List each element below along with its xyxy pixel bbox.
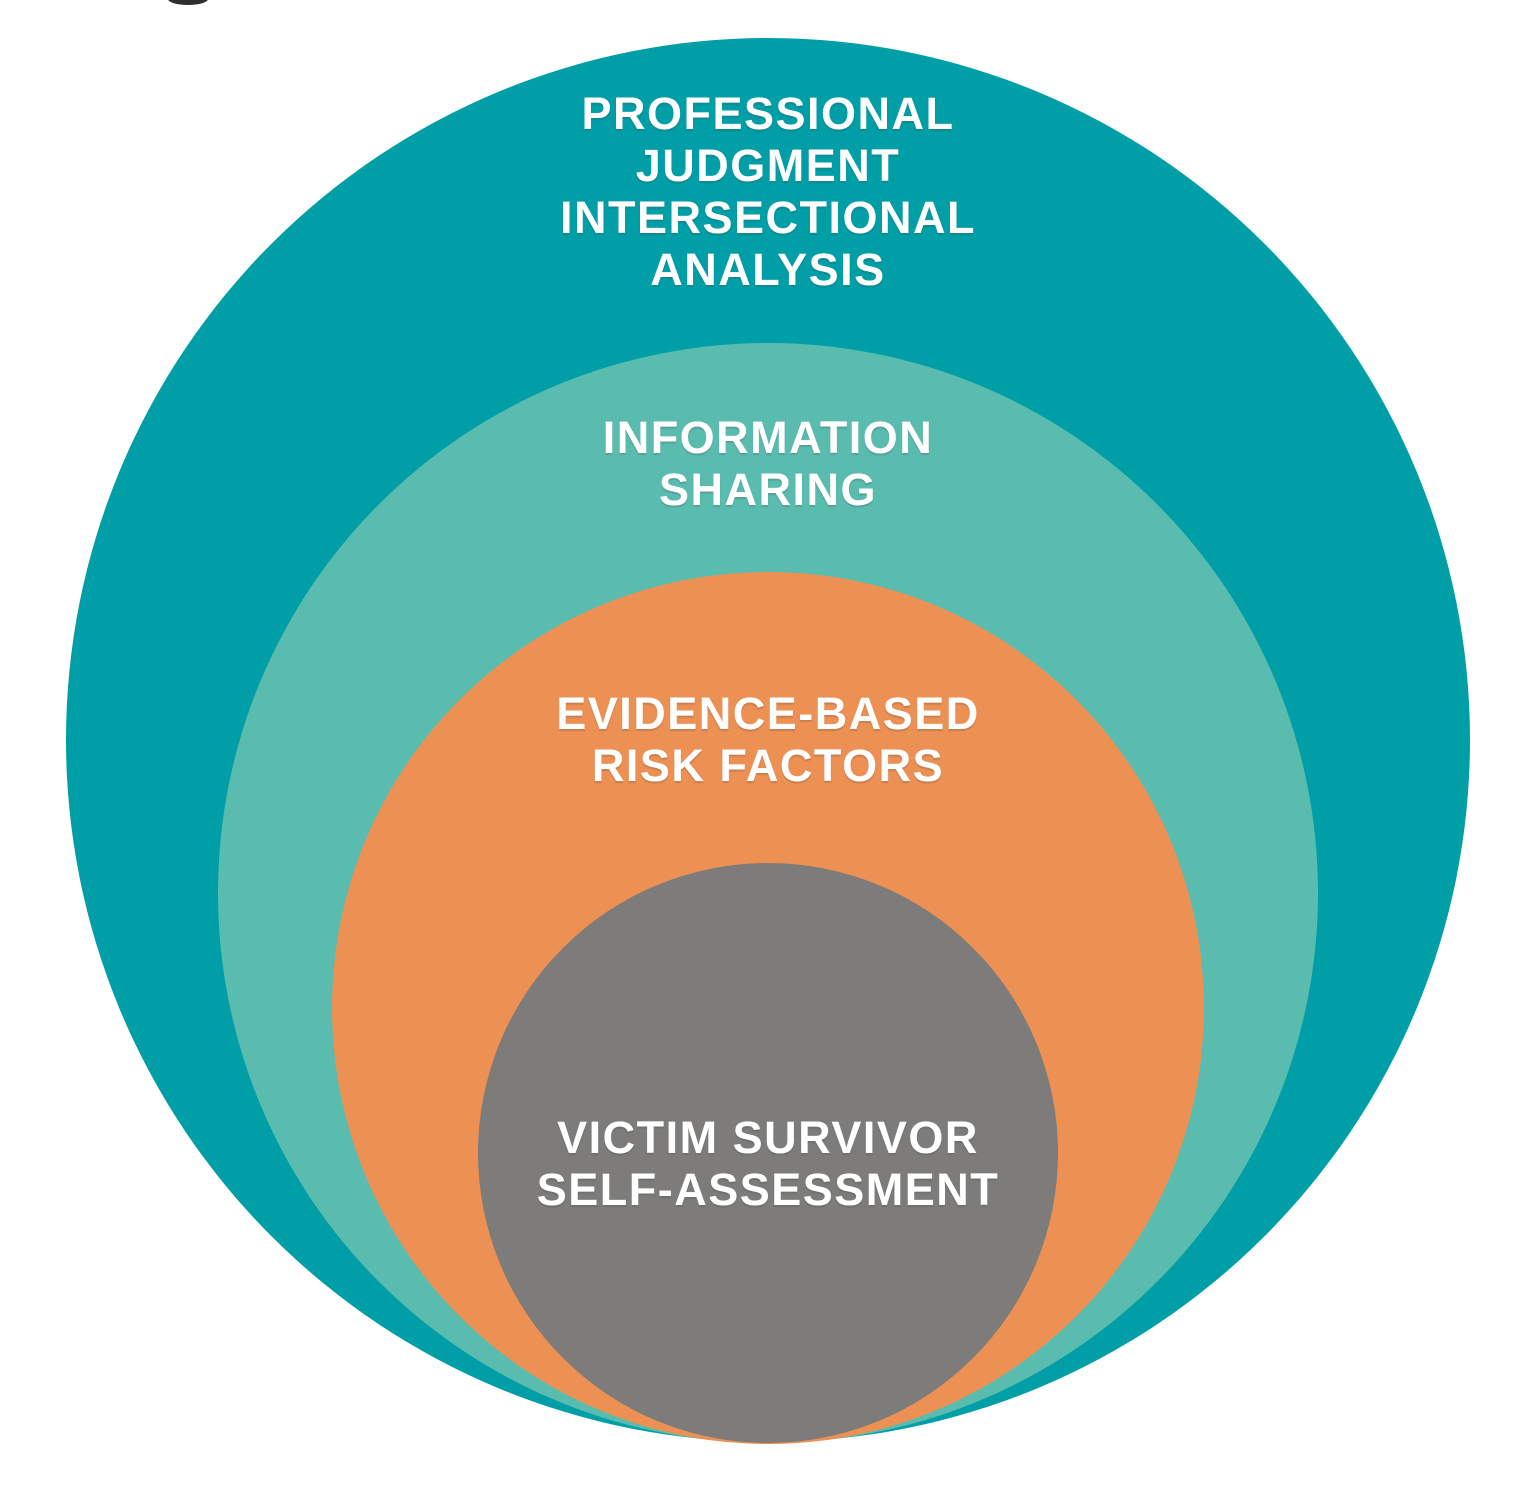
- label-line: INFORMATION: [602, 412, 934, 463]
- label-line: ANALYSIS: [650, 244, 886, 295]
- label-victim-survivor-self-assessment: VICTIM SURVIVOR SELF-ASSESSMENT: [0, 1112, 1536, 1216]
- label-line: EVIDENCE-BASED: [556, 688, 980, 739]
- label-line: PROFESSIONAL: [581, 88, 955, 139]
- label-evidence-based-risk-factors: EVIDENCE-BASED RISK FACTORS: [0, 688, 1536, 792]
- label-line: VICTIM SURVIVOR: [557, 1112, 979, 1163]
- label-line: JUDGMENT: [635, 140, 901, 191]
- label-line: SHARING: [658, 464, 877, 515]
- label-information-sharing: INFORMATION SHARING: [0, 412, 1536, 516]
- ring-victim-survivor-self-assessment: [478, 863, 1058, 1443]
- label-professional-judgment-intersectional-analysis: PROFESSIONAL JUDGMENT INTERSECTIONAL ANA…: [0, 88, 1536, 296]
- cropped-letter-fragment: [168, 0, 208, 5]
- label-line: INTERSECTIONAL: [559, 192, 976, 243]
- label-line: RISK FACTORS: [591, 740, 945, 791]
- label-line: SELF-ASSESSMENT: [536, 1164, 1000, 1215]
